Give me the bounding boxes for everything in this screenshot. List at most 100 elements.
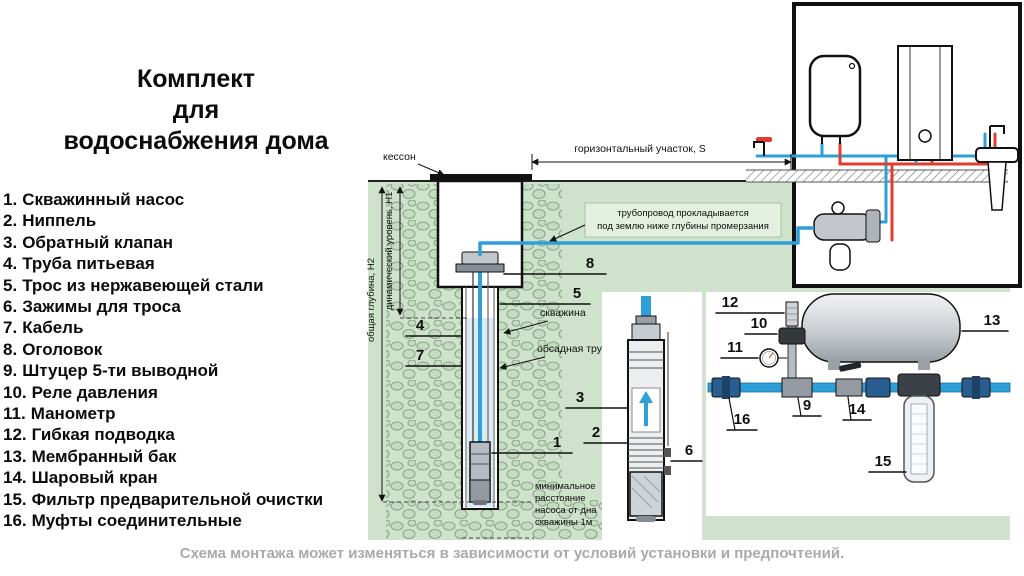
list-item: 13.Мембранный бак [3,446,375,467]
part-number: 3. [3,232,18,252]
caisson-lid [430,174,532,181]
parts-list: 1.Скважинный насос 2.Ниппель 3.Обратный … [3,189,375,532]
part-label: Фильтр предварительной очистки [31,489,324,509]
tank-foot-1 [828,360,840,370]
list-item: 2.Ниппель [3,210,375,231]
list-item: 7.Кабель [3,317,375,338]
detail-bottom-cap [636,516,656,522]
callout-6: 6 [685,442,693,459]
part-number: 8. [3,339,18,359]
min-distance-line-4: скважины 1м [535,517,592,528]
part-label: Трос из нержавеющей стали [22,275,264,295]
callout-1: 1 [553,434,561,451]
detail-check-valve [631,323,661,341]
part-label: Манометр [30,404,116,424]
callout-16: 16 [734,411,751,428]
flow-arrow-head [639,391,653,403]
coupling-left [711,376,741,399]
detail-nipple [635,315,657,325]
borehole-label: скважина [540,307,586,319]
part-number: 16. [3,511,27,531]
part-number: 10. [3,382,27,402]
part-label: Оголовок [22,339,103,359]
list-item: 14.Шаровый кран [3,467,375,488]
part-label: Гибкая подводка [31,425,175,445]
casing-label: обсадная труба [537,343,614,355]
list-item: 5.Трос из нержавеющей стали [3,275,375,296]
total-depth-label: общая глубина, Н2 [366,258,377,342]
title-line-2: для [172,96,220,124]
tap-handle [756,137,772,142]
list-item: 10.Реле давления [3,382,375,403]
horizontal-section-label: горизонтальный участок, S [574,143,706,155]
part-number: 4. [3,254,18,274]
pre-filter [897,373,941,483]
well-labels: скважина обсадная труба минимальное расс… [499,307,614,528]
part-label: Муфты соединительные [31,511,242,531]
part-number: 15. [3,489,27,509]
tank-foot-2 [918,360,930,370]
well [430,174,532,510]
part-number: 6. [3,297,18,317]
cable-clamp-2 [664,466,671,475]
part-label: Труба питьевая [22,254,155,274]
list-item: 16.Муфты соединительные [3,510,375,531]
pressure-gauge [759,348,779,368]
callout-4: 4 [416,317,425,334]
part-label: Ниппель [22,211,97,231]
borehole-arrow [503,320,549,335]
wellhead [455,251,505,273]
callout-5: 5 [573,285,581,302]
pipeline-note: трубопровод прокладывается под землю ниж… [549,202,782,242]
valve-handle [839,361,862,372]
membrane-tank [801,293,961,370]
kesson-label: кессон [383,151,416,163]
kesson-arrow [417,163,445,176]
callout-3: 3 [576,389,584,406]
borehole-pump [469,441,491,505]
part-number: 13. [3,446,27,466]
callout-13: 13 [984,312,1001,329]
min-distance-line-2: расстояние [535,493,586,504]
sink-basin [975,147,1019,163]
note-arrow [549,224,586,242]
list-item: 4.Труба питьевая [3,253,375,274]
callout-14: 14 [849,401,866,418]
cable-clamp-1 [664,448,671,457]
part-label: Мембранный бак [31,446,177,466]
part-label: Скважинный насос [22,190,185,209]
list-item: 6.Зажимы для троса [3,296,375,317]
pressure-switch [778,327,806,345]
list-item: 1.Скважинный насос [3,189,375,210]
title-line-3: водоснабжения дома [63,127,329,155]
callout-8: 8 [586,255,594,272]
callout-2: 2 [592,424,600,441]
list-item: 3.Обратный клапан [3,232,375,253]
dimensions: общая глубина, Н2 динамический уровень, … [366,143,792,539]
five-way-fitting [781,377,813,398]
min-distance-line-1: минимальное [535,481,596,492]
part-label: Шаровый кран [31,468,158,488]
boiler-gauge [918,129,932,143]
part-number: 14. [3,468,27,488]
part-number: 9. [3,361,18,381]
boiler-column [897,45,953,161]
part-label: Обратный клапан [22,232,173,252]
part-number: 2. [3,211,18,231]
list-item: 8.Оголовок [3,339,375,360]
ball-valve [835,361,863,397]
filter-cartridge [910,403,928,475]
dynamic-level-label: динамический уровень, Н1 [384,192,395,311]
note-box [584,202,782,238]
callout-12: 12 [722,294,739,311]
list-item: 12.Гибкая подводка [3,424,375,445]
page-title: Комплект для водоснабжения дома [28,64,364,157]
list-item: 15.Фильтр предварительной очистки [3,489,375,510]
callout-10: 10 [751,315,768,332]
part-label: Реле давления [31,382,158,402]
callout-9: 9 [803,397,811,414]
pump-detail-panel [602,292,702,540]
footer-note: Схема монтажа может изменяться в зависим… [179,545,845,562]
sink-pedestal [987,161,1007,211]
callout-7: 7 [416,347,424,364]
